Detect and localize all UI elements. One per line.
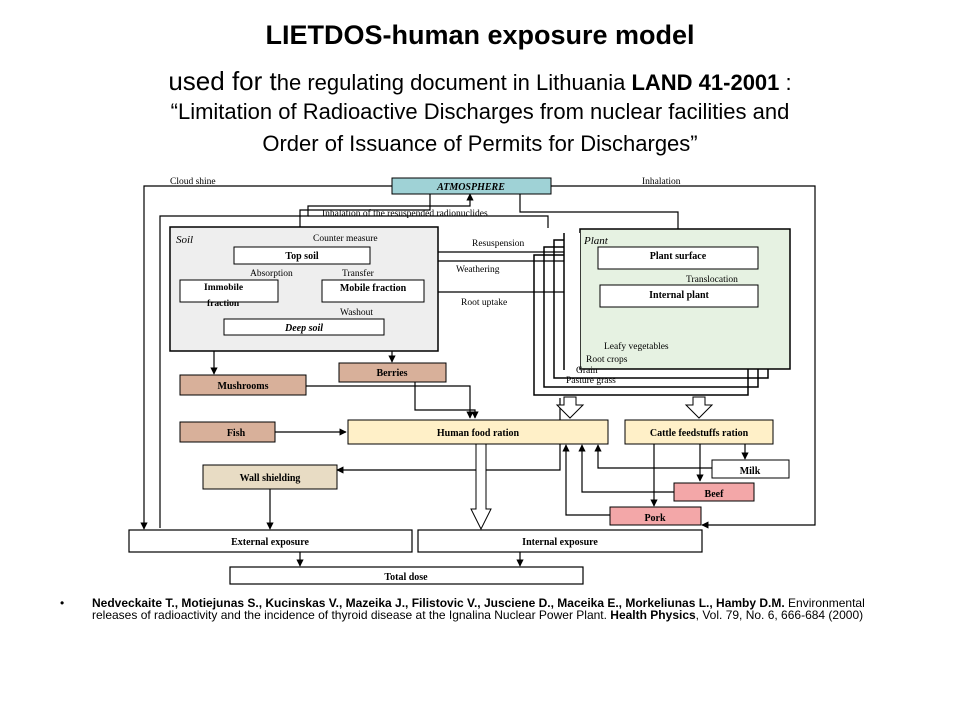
subtitle-doc-code: LAND 41-2001 bbox=[631, 70, 780, 95]
external-exposure-box bbox=[128, 529, 413, 553]
internal-exposure-label: Internal exposure bbox=[522, 537, 598, 548]
soil-label: Soil bbox=[176, 234, 193, 246]
resuspension-label: Resuspension bbox=[472, 239, 525, 249]
total-dose-box bbox=[229, 566, 584, 585]
root-crops-label: Root crops bbox=[586, 355, 628, 365]
subtitle-part-b: he regulating document in Lithuania bbox=[276, 70, 632, 95]
reference-title: Environmental releases of radioactivity … bbox=[92, 596, 865, 622]
beef-label: Beef bbox=[705, 489, 725, 500]
immobile-label-1: Immobile bbox=[204, 283, 243, 293]
internal-plant-label: Internal plant bbox=[649, 290, 709, 301]
weathering-label: Weathering bbox=[456, 265, 500, 275]
inhalation-label: Inhalation bbox=[642, 177, 681, 187]
subtitle-part-d: : bbox=[779, 70, 792, 95]
cattle-feed-box bbox=[624, 419, 774, 445]
top-soil-box bbox=[233, 246, 371, 265]
pork-box bbox=[609, 506, 702, 526]
beef-to-food bbox=[578, 444, 674, 493]
internal-plant-box bbox=[599, 284, 759, 308]
reference-authors: Nedveckaite T., Motiejunas S., Kucinskas… bbox=[92, 596, 785, 610]
milk-label: Milk bbox=[740, 466, 761, 477]
page-title: LIETDOS-human exposure model bbox=[265, 20, 695, 50]
deep-soil-box bbox=[223, 318, 385, 336]
plant-to-cattle-arrow bbox=[684, 396, 714, 419]
reference-citation: • Nedveckaite T., Motiejunas S., Kucinsk… bbox=[60, 596, 892, 622]
plant-to-food-arrow bbox=[555, 396, 585, 419]
mushrooms-label: Mushrooms bbox=[218, 381, 269, 392]
atmosphere-box bbox=[391, 177, 552, 195]
cloud-shine-path bbox=[140, 185, 392, 530]
grain-label: Grain bbox=[576, 366, 598, 376]
total-dose-label: Total dose bbox=[384, 572, 428, 583]
subtitle-line-3: Order of Issuance of Permits for Dischar… bbox=[262, 131, 698, 156]
inhalation-path bbox=[551, 185, 816, 529]
cloud-shine-label: Cloud shine bbox=[170, 177, 216, 187]
wall-shielding-label: Wall shielding bbox=[240, 473, 301, 484]
mobile-fraction-box bbox=[321, 279, 425, 303]
translocation-label: Translocation bbox=[686, 275, 738, 285]
subtitle-line-2: “Limitation of Radioactive Discharges fr… bbox=[170, 99, 790, 124]
subtitle-line-1: used for the regulating document in Lith… bbox=[0, 66, 960, 97]
berries-to-food bbox=[414, 382, 479, 419]
reference-journal: Health Physics bbox=[610, 608, 696, 622]
beef-box bbox=[673, 482, 755, 502]
pork-label: Pork bbox=[644, 513, 666, 524]
berries-box bbox=[338, 362, 447, 383]
food-to-internal-arrow bbox=[470, 443, 492, 531]
washout-label: Washout bbox=[340, 308, 373, 318]
fish-box bbox=[179, 421, 276, 443]
root-uptake-label: Root uptake bbox=[461, 298, 507, 308]
immobile-fraction-box bbox=[179, 279, 279, 303]
counter-measure-label: Counter measure bbox=[313, 234, 378, 244]
mobile-fraction-label: Mobile fraction bbox=[340, 283, 407, 294]
human-food-label: Human food ration bbox=[437, 428, 520, 439]
milk-to-food bbox=[594, 444, 712, 469]
plant-label: Plant bbox=[583, 235, 609, 247]
plant-surface-box bbox=[597, 246, 759, 270]
atmosphere-label: ATMOSPHERE bbox=[436, 182, 505, 193]
absorption-label: Absorption bbox=[250, 269, 293, 279]
inhalation-resusp-path bbox=[159, 193, 474, 528]
immobile-label-2: fraction bbox=[207, 299, 240, 309]
leafy-label: Leafy vegetables bbox=[604, 341, 669, 352]
inhalation-resusp-right bbox=[308, 215, 549, 228]
pasture-label: Pasture grass bbox=[566, 376, 616, 386]
milk-box bbox=[711, 459, 790, 479]
mushrooms-box bbox=[179, 374, 307, 396]
inhalation-resusp-label: Inhalation of the resuspended radionucli… bbox=[322, 208, 488, 219]
internal-exposure-box bbox=[417, 529, 703, 553]
cattle-feed-label: Cattle feedstuffs ration bbox=[650, 428, 749, 439]
fish-label: Fish bbox=[227, 428, 246, 439]
external-exposure-label: External exposure bbox=[231, 537, 309, 548]
plant-surface-label: Plant surface bbox=[650, 251, 707, 262]
mushrooms-to-food bbox=[306, 385, 474, 419]
reference-details: , Vol. 79, No. 6, 666-684 (2000) bbox=[695, 608, 864, 622]
transfer-label: Transfer bbox=[342, 268, 375, 279]
wall-shielding-box bbox=[202, 464, 338, 490]
human-food-box bbox=[347, 419, 609, 445]
pork-to-food bbox=[562, 444, 610, 516]
top-soil-label: Top soil bbox=[285, 251, 318, 262]
bullet-icon: • bbox=[60, 596, 65, 610]
plant-back-fill bbox=[564, 233, 580, 367]
berries-label: Berries bbox=[376, 368, 407, 379]
deep-soil-label: Deep soil bbox=[284, 323, 323, 334]
subtitle-part-a: used for t bbox=[168, 66, 277, 96]
